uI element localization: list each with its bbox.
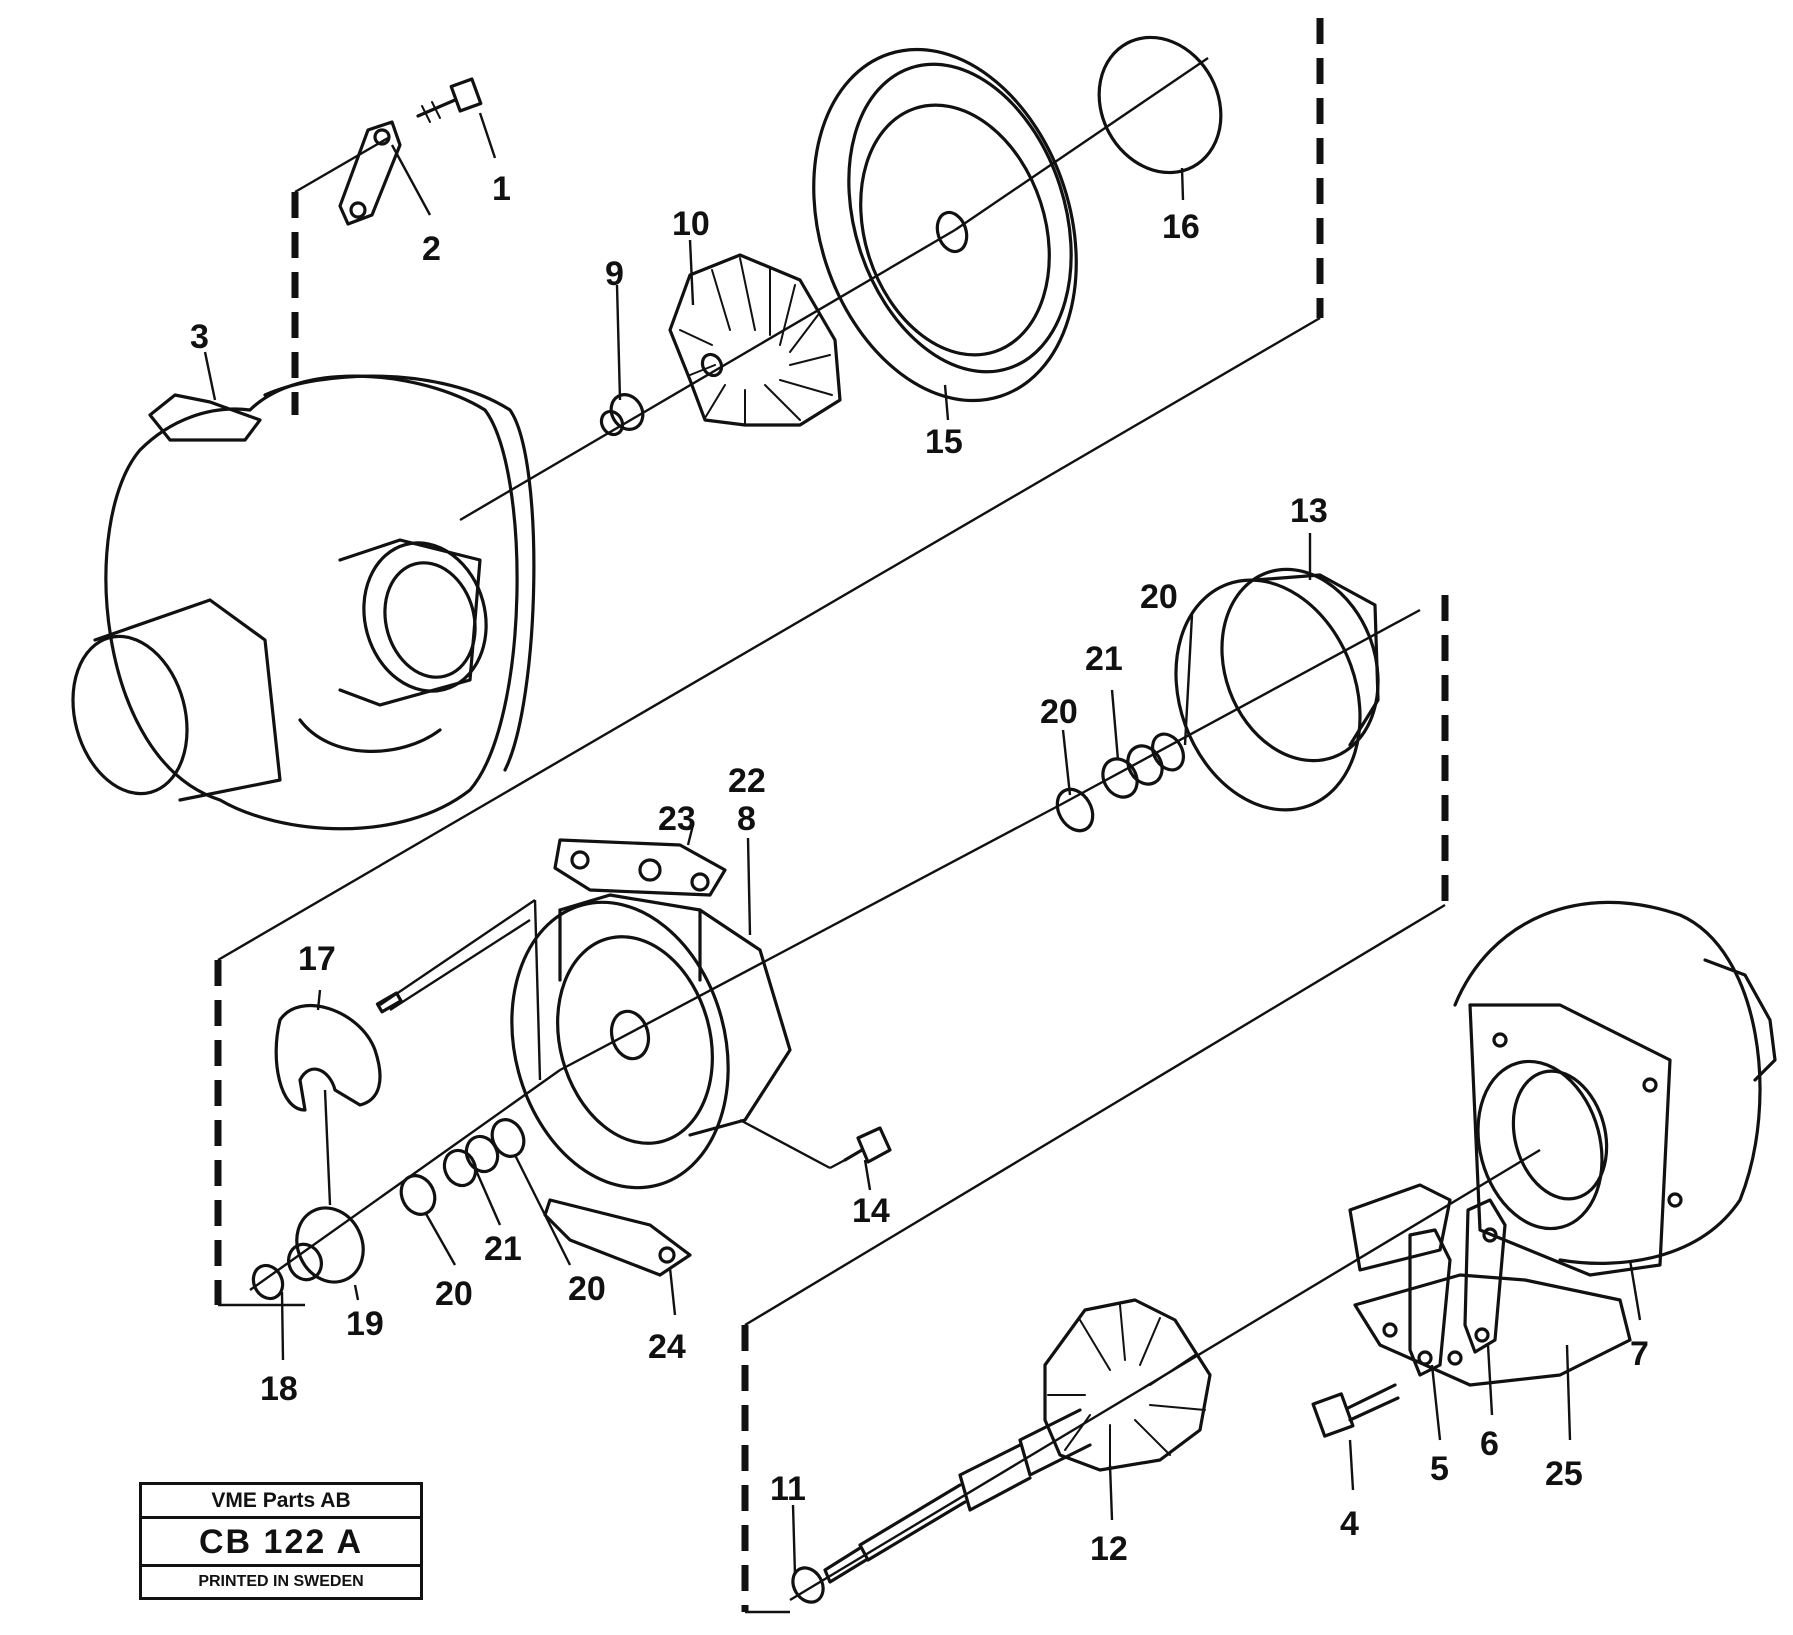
circlip-part-20-lower-right xyxy=(490,1118,526,1158)
callout-19: 19 xyxy=(346,1305,384,1343)
callout-18: 18 xyxy=(260,1370,298,1408)
callout-15: 15 xyxy=(925,423,963,461)
callout-17: 17 xyxy=(298,940,336,978)
callout-21-a: 21 xyxy=(1085,640,1123,678)
compressor-housing-part-3 xyxy=(71,374,536,831)
callout-labels: 1 2 3 4 5 6 7 8 9 10 11 12 13 14 15 16 1… xyxy=(190,170,1649,1568)
callout-10: 10 xyxy=(672,205,710,243)
callout-6: 6 xyxy=(1480,1425,1499,1463)
callout-20-d: 20 xyxy=(568,1270,606,1308)
bearing-housing-part-8 xyxy=(379,893,792,1190)
stamp-printed-in: PRINTED IN SWEDEN xyxy=(198,1573,364,1590)
callout-20-c: 20 xyxy=(435,1275,473,1313)
stamp-company: VME Parts AB xyxy=(142,1485,420,1519)
callout-22: 22 xyxy=(728,762,766,800)
callout-16: 16 xyxy=(1162,208,1200,246)
callout-14: 14 xyxy=(852,1192,890,1230)
circlip-part-20-upper-left xyxy=(1055,787,1095,833)
turbine-wheel-shaft-part-12 xyxy=(823,1298,1212,1584)
stamp-drawing-code: CB 122 A xyxy=(142,1519,420,1567)
callout-24: 24 xyxy=(648,1328,686,1366)
bolt-part-4 xyxy=(1311,1383,1400,1438)
lock-plate-part-6 xyxy=(1463,1198,1507,1354)
callout-20-b: 20 xyxy=(1040,693,1078,731)
callout-12: 12 xyxy=(1090,1530,1128,1568)
back-plate-part-15 xyxy=(812,47,1078,403)
callout-2: 2 xyxy=(422,230,441,268)
turbine-housing-part-25 xyxy=(1348,900,1777,1387)
callout-21-b: 21 xyxy=(484,1230,522,1268)
heat-shield-part-13 xyxy=(1174,567,1380,812)
oil-flange-part-23 xyxy=(553,838,727,897)
callout-20-a: 20 xyxy=(1140,578,1178,616)
bush-part-21-upper xyxy=(1101,744,1164,799)
bolt-part-1 xyxy=(416,77,483,123)
plug-part-14 xyxy=(843,1126,892,1164)
nut-part-11 xyxy=(791,1566,825,1604)
o-ring-part-16 xyxy=(1097,35,1223,175)
thrust-collar-part-19 xyxy=(287,1206,365,1284)
assembly-connector-lines xyxy=(217,136,1446,1614)
compressor-wheel-part-10 xyxy=(668,253,842,427)
callout-11: 11 xyxy=(770,1470,806,1508)
callout-5: 5 xyxy=(1430,1450,1449,1488)
circlip-part-20-lower-left xyxy=(399,1174,437,1216)
callout-13: 13 xyxy=(1290,492,1328,530)
clamp-plate-part-2 xyxy=(338,120,402,226)
callout-1: 1 xyxy=(492,170,511,208)
gasket-part-24 xyxy=(543,1198,692,1277)
callout-8: 8 xyxy=(737,800,756,838)
callout-23: 23 xyxy=(658,800,696,838)
callout-7: 7 xyxy=(1630,1335,1649,1373)
callout-9: 9 xyxy=(605,255,624,293)
circlip-part-20-upper-right xyxy=(1150,732,1186,772)
leader-lines xyxy=(203,112,1642,1576)
callout-3: 3 xyxy=(190,318,209,356)
thrust-plate-part-17 xyxy=(274,918,531,1112)
document-stamp: VME Parts AB CB 122 A PRINTED IN SWEDEN xyxy=(139,1482,423,1600)
callout-4: 4 xyxy=(1340,1505,1359,1543)
ring-part-18 xyxy=(251,1263,285,1301)
callout-25: 25 xyxy=(1545,1455,1583,1493)
assembly-boundary-lines xyxy=(214,18,1449,1612)
nut-part-9 xyxy=(599,393,645,437)
